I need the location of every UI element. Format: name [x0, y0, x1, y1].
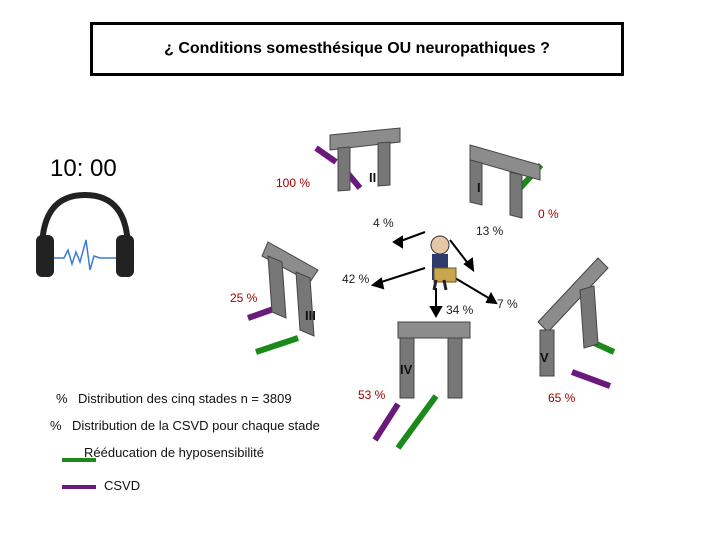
physician-figure: [430, 235, 457, 291]
stage-arrows: [370, 231, 498, 319]
csvd-pct-stage-4: 53 %: [358, 388, 386, 402]
page-title: ¿ Conditions somesthésique OU neuropathi…: [164, 40, 550, 57]
dist-pct-stage-4: 34 %: [446, 303, 474, 317]
csvd-pct-stage-5: 65 %: [548, 391, 576, 405]
pillar-stage-5: [537, 257, 616, 389]
legend-csvd-text: Distribution de la CSVD pour chaque stad…: [72, 418, 320, 433]
pillar-stage-1: [469, 144, 544, 219]
legend-dist-text: Distribution des cinq stades n = 3809: [78, 391, 292, 406]
legend-purple-label: CSVD: [104, 478, 141, 493]
clock-time: 10: 00: [50, 155, 117, 182]
dist-pct-stage-3: 42 %: [342, 272, 370, 286]
title-box: ¿ Conditions somesthésique OU neuropathi…: [90, 22, 624, 76]
csvd-pct-stage-3: 25 %: [230, 291, 258, 305]
csvd-pct-stage-2: 100 %: [276, 176, 311, 190]
dist-pct-stage-2: 4 %: [373, 216, 394, 230]
legend-green-label: Rééducation de hyposensibilité: [84, 445, 264, 460]
pillar-stage-2: [314, 127, 401, 192]
stage-label-4: IV: [400, 362, 413, 377]
headphones-icon: [36, 191, 134, 277]
stage-label-5: V: [540, 350, 549, 365]
legend-dist-symbol: %: [56, 391, 68, 406]
stage-label-3: III: [305, 308, 316, 323]
pillar-stage-3: [247, 241, 319, 355]
csvd-pct-stage-1: 0 %: [538, 207, 559, 221]
dist-pct-stage-5: 7 %: [497, 297, 518, 311]
dist-pct-stage-1: 13 %: [476, 224, 504, 238]
stage-label-2: II: [369, 170, 377, 185]
legend-csvd-symbol: %: [50, 418, 62, 433]
pillar-stage-4: [372, 321, 471, 450]
stage-label-1: I: [477, 180, 481, 195]
